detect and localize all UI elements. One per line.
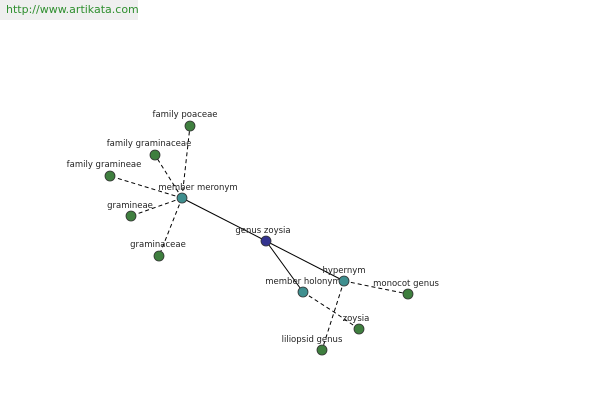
node-dot-gramineae[interactable] — [125, 210, 137, 222]
node-label-member-holonym: member holonym — [265, 277, 340, 287]
node-zoysia[interactable]: zoysia — [343, 314, 370, 335]
node-dot-genus-zoysia[interactable] — [260, 235, 272, 247]
node-label-gramineae: gramineae — [107, 201, 153, 211]
node-dot-monocot-genus[interactable] — [402, 288, 414, 300]
node-family-graminaceae[interactable]: family graminaceae — [107, 139, 192, 161]
edge-member-meronym-to-family-graminaceae — [154, 154, 183, 199]
node-label-family-poaceae: family poaceae — [152, 110, 217, 120]
node-label-family-graminaceae: family graminaceae — [107, 139, 192, 149]
node-dot-graminaceae[interactable] — [153, 250, 165, 262]
node-label-genus-zoysia: genus zoysia — [235, 226, 290, 236]
node-dot-member-meronym[interactable] — [176, 192, 188, 204]
node-dot-member-holonym[interactable] — [297, 286, 309, 298]
node-dot-family-poaceae[interactable] — [184, 120, 196, 132]
edge-member-meronym-to-family-gramineae — [109, 175, 183, 199]
edge-hypernym-to-liliopsid-genus — [321, 280, 345, 351]
node-liliopsid-genus[interactable]: liliopsid genus — [282, 335, 343, 356]
edge-member-meronym-to-gramineae — [130, 197, 183, 217]
node-dot-zoysia[interactable] — [353, 323, 365, 335]
edges-layer — [109, 125, 409, 351]
node-label-hypernym: hypernym — [322, 266, 365, 276]
node-dot-family-graminaceae[interactable] — [149, 149, 161, 161]
node-family-poaceae[interactable]: family poaceae — [152, 110, 218, 132]
node-dot-hypernym[interactable] — [338, 275, 350, 287]
node-genus-zoysia[interactable]: genus zoysia — [235, 226, 291, 247]
edge-member-meronym-to-graminaceae — [158, 197, 183, 257]
source-url[interactable]: http://www.artikata.com — [0, 0, 138, 20]
node-dot-liliopsid-genus[interactable] — [316, 344, 328, 356]
node-label-zoysia: zoysia — [343, 314, 370, 324]
edge-hypernym-to-monocot-genus — [343, 280, 409, 295]
node-monocot-genus[interactable]: monocot genus — [373, 279, 439, 300]
node-label-family-gramineae: family gramineae — [67, 160, 142, 170]
node-hypernym[interactable]: hypernym — [322, 266, 366, 287]
node-dot-family-gramineae[interactable] — [104, 170, 116, 182]
node-label-graminaceae: graminaceae — [130, 240, 186, 250]
edge-member-meronym-to-family-poaceae — [181, 125, 191, 199]
edge-genus-zoysia-to-hypernym — [265, 240, 345, 282]
node-label-monocot-genus: monocot genus — [373, 279, 439, 289]
edge-genus-zoysia-to-member-meronym — [181, 197, 267, 242]
node-label-liliopsid-genus: liliopsid genus — [282, 335, 343, 345]
node-gramineae[interactable]: gramineae — [107, 201, 153, 222]
node-label-member-meronym: member meronym — [158, 183, 237, 193]
edge-member-holonym-to-zoysia — [302, 291, 360, 330]
node-graminaceae[interactable]: graminaceae — [130, 240, 186, 262]
nodes-layer: genus zoysia member meronym member holonym… — [67, 110, 439, 356]
node-member-holonym[interactable]: member holonym — [265, 277, 341, 298]
edge-genus-zoysia-to-member-holonym — [265, 240, 304, 293]
node-family-gramineae[interactable]: family gramineae — [67, 160, 142, 182]
node-member-meronym[interactable]: member meronym — [158, 183, 238, 204]
